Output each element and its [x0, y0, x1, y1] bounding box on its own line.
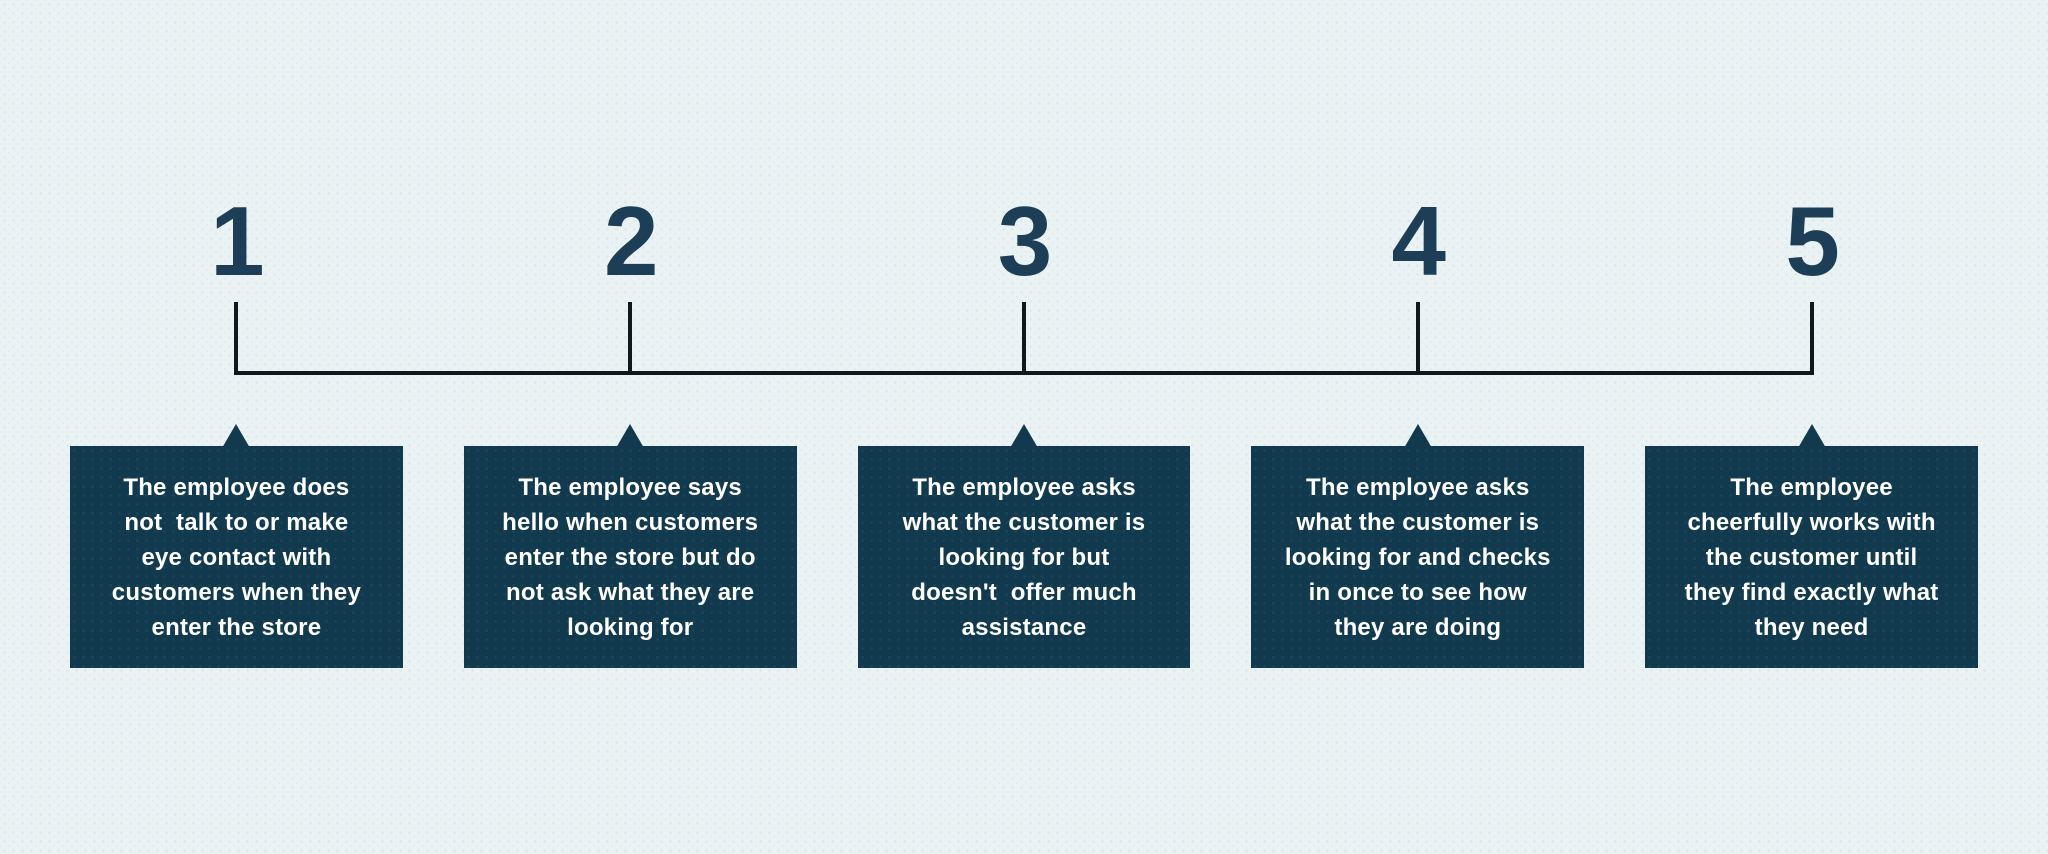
scale-number-4: 4 [1391, 186, 1446, 296]
tick-mark-4 [1415, 302, 1420, 375]
scale-item-1: 1 The employee does not talk to or make … [70, 0, 403, 668]
callout-pointer-3 [1009, 424, 1038, 448]
callout-pointer-1 [222, 424, 251, 448]
scale-item-3: 3 The employee asks what the customer is… [857, 0, 1191, 668]
callout-box-4: The employee asks what the customer is l… [1251, 446, 1585, 668]
callout-pointer-5 [1797, 424, 1826, 448]
callout-text-4: The employee asks what the customer is l… [1284, 473, 1551, 641]
scale-number-2: 2 [603, 186, 658, 296]
tick-mark-3 [1021, 302, 1026, 375]
scale-number-5: 5 [1785, 186, 1839, 296]
callout-box-3: The employee asks what the customer is l… [857, 446, 1191, 668]
scale-number-1: 1 [210, 186, 264, 296]
scale-item-4: 4 The employee asks what the customer is… [1251, 0, 1585, 668]
scale-item-2: 2 The employee says hello when customers… [463, 0, 797, 668]
callout-text-3: The employee asks what the customer is l… [902, 473, 1146, 641]
scale-number-3: 3 [997, 186, 1052, 296]
tick-mark-5 [1809, 302, 1814, 375]
tick-mark-2 [628, 302, 633, 375]
scale-item-5: 5 The employee cheerfully works with the… [1645, 0, 1978, 668]
callout-box-2: The employee says hello when customers e… [463, 446, 797, 668]
callout-pointer-4 [1403, 424, 1432, 448]
tick-mark-1 [234, 302, 239, 375]
callout-text-2: The employee says hello when customers e… [502, 473, 759, 641]
callout-box-5: The employee cheerfully works with the c… [1645, 446, 1978, 668]
callout-box-1: The employee does not talk to or make ey… [70, 446, 403, 668]
scale-columns: 1 The employee does not talk to or make … [70, 0, 1978, 668]
callout-text-1: The employee does not talk to or make ey… [111, 473, 361, 641]
callout-pointer-2 [616, 424, 645, 448]
callout-text-5: The employee cheerfully works with the c… [1684, 473, 1939, 641]
